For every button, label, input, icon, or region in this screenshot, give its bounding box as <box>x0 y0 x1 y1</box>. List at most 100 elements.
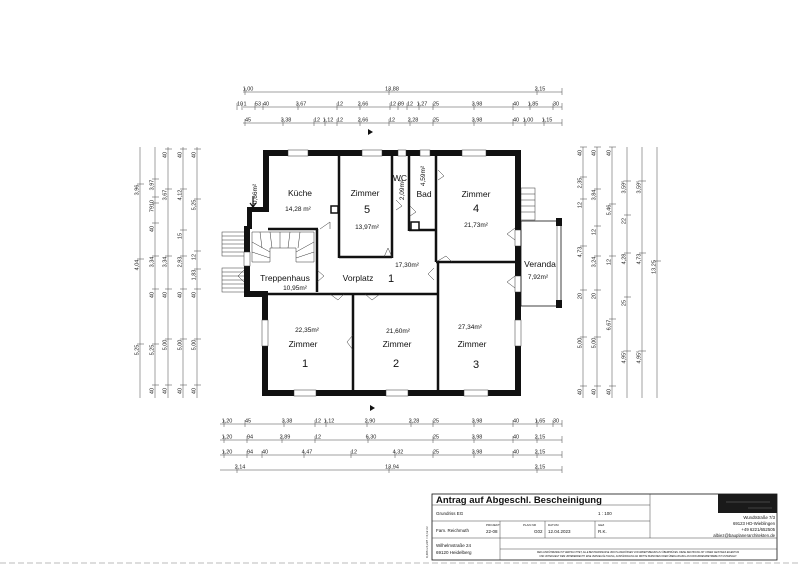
dimension-label: 12 <box>592 229 598 235</box>
dimension-label: 40 <box>163 388 169 394</box>
room-zimmer1-number: 1 <box>302 358 308 370</box>
dimension-label: 13,88 <box>385 87 399 93</box>
exterior-stairs <box>221 187 536 293</box>
dimension-label: 40 <box>607 150 613 156</box>
dimension-label: 40 <box>578 150 584 156</box>
room-wc-name: WC <box>393 173 407 183</box>
site-city: 69120 Heidelberg <box>436 550 472 555</box>
dimension-label: 1,00 <box>243 87 254 93</box>
room-zimmer3-name: Zimmer <box>458 339 487 349</box>
dimension-label: 1,12 <box>324 419 335 425</box>
room-vorplatz-name: Vorplatz <box>343 273 374 283</box>
dimension-label: 40 <box>150 388 156 394</box>
dimension-label: 5,00 <box>163 340 169 351</box>
room-treppenhaus-area: 10,95m² <box>283 285 308 292</box>
project-label: PROJEKT <box>486 523 500 527</box>
title-block-client: Fam. Reichmuth <box>436 528 470 533</box>
dimension-label: 13,94 <box>385 465 399 471</box>
room-zimmer5-number: 5 <box>364 204 370 216</box>
door-swings <box>237 169 516 351</box>
dimension-label: 40 <box>150 292 156 298</box>
dimension-label: 5,46 <box>607 205 613 216</box>
date-label: DATUM <box>548 523 559 527</box>
architect-logo <box>718 494 777 513</box>
office-city: 69123 HD-Wieblingen <box>733 521 776 526</box>
drawn-by: R.K. <box>598 529 607 534</box>
dimension-label: 45 <box>245 118 251 124</box>
dimension-label: 2,15 <box>535 87 546 93</box>
dimension-label: 2,15 <box>535 435 546 441</box>
arrow-icon <box>249 196 257 208</box>
dimension-label: 2,14 <box>235 465 246 471</box>
disclaimer-line-2: UND UNTERLIEGT DEM URHEBERRECHT. EINE VE… <box>539 555 737 558</box>
dimension-label: 25 <box>433 118 439 124</box>
dimension-label: 2,28 <box>409 419 420 425</box>
dimension-label: 5,00 <box>192 340 198 351</box>
room-zimmer3-area: 27,34m² <box>458 324 483 331</box>
dimension-label: 1,20 <box>222 435 233 441</box>
dimension-label: 12 <box>314 118 320 124</box>
dimension-label: 2,15 <box>535 465 546 471</box>
dimension-label: 3,96 <box>135 185 141 196</box>
dimension-label: 3,59⁵ <box>636 181 643 194</box>
dimension-label: 3,98 <box>472 102 483 108</box>
dimension-label: 1,27 <box>417 102 428 108</box>
dimension-label: 3,38 <box>282 419 293 425</box>
room-zimmer5-area: 13,97m² <box>355 224 380 231</box>
room-zimmer1-area: 22,35m² <box>295 327 320 334</box>
dimension-label: 2,15 <box>535 450 546 456</box>
interior-walls <box>268 156 515 392</box>
dimension-label: 40 <box>513 118 519 124</box>
dimension-label: 12 <box>607 259 613 265</box>
title-block-subtitle: Grundriss EG <box>436 511 464 516</box>
title-block: Antrag auf Abgeschl. Bescheinigung Grund… <box>425 493 778 561</box>
dimension-label: 2,90 <box>365 419 376 425</box>
dimension-label: 12 <box>315 435 321 441</box>
dimension-label: 40 <box>178 388 184 394</box>
dimension-label: 25 <box>433 435 439 441</box>
dimension-label: 40 <box>513 419 519 425</box>
room-zimmer4-number: 4 <box>473 203 479 215</box>
dimension-label: 5,00 <box>592 338 598 349</box>
dimension-label: 2,66 <box>358 118 369 124</box>
room-zimmer4-area: 21,73m² <box>464 222 489 229</box>
dimension-label: 3,98 <box>472 435 483 441</box>
dimension-label: 2,35 <box>578 178 584 189</box>
title-block-title: Antrag auf Abgeschl. Bescheinigung <box>436 495 602 506</box>
dimension-label: 5,25 <box>192 200 198 211</box>
section-marker-icon <box>368 129 373 135</box>
dimension-label: 25 <box>433 102 439 108</box>
room-labels: Küche 14,28 m² Zimmer 5 13,97m² WC 2,09m… <box>249 165 556 371</box>
dimension-label: 30 <box>553 102 559 108</box>
room-bad-area: 4,59m² <box>420 165 427 186</box>
dimension-label: 12 <box>389 118 395 124</box>
dimension-label: 12 <box>578 202 584 208</box>
dimension-label: 3,97 <box>150 180 156 191</box>
date-value: 12.04.2023 <box>548 529 571 534</box>
dimension-label: 1,20 <box>222 419 233 425</box>
dimension-label: 12 <box>390 102 396 108</box>
office-email: albiez@bauplanerarchitekten.de <box>713 533 775 538</box>
dimension-label: 2,28 <box>408 118 419 124</box>
dimension-label: 12 <box>192 254 198 260</box>
dimension-label: 5,25 <box>135 345 141 356</box>
room-kueche-area: 14,28 m² <box>285 206 311 213</box>
dimension-label: 10 <box>237 102 243 108</box>
staircase <box>251 231 315 263</box>
dimension-label: 3,98 <box>472 118 483 124</box>
plan-number: G02 <box>534 529 543 534</box>
dimension-label: 3,38 <box>281 118 292 124</box>
dimension-label: 1,65 <box>535 419 546 425</box>
dimension-label: 3,24 <box>592 257 598 268</box>
dimension-label: 40 <box>192 292 198 298</box>
dimension-label: 12 <box>407 102 413 108</box>
dimension-label: 40 <box>262 450 268 456</box>
dimension-label: 13,25 <box>652 260 658 274</box>
dimension-label: 4,32 <box>393 450 404 456</box>
room-zimmer2-area: 21,60m² <box>386 328 411 335</box>
dimension-label: 45 <box>245 419 251 425</box>
room-kueche-name: Küche <box>288 188 312 198</box>
dimension-label: 10 <box>150 200 156 206</box>
dimension-label: 4,28 <box>622 254 628 265</box>
dimension-label: 40 <box>592 150 598 156</box>
